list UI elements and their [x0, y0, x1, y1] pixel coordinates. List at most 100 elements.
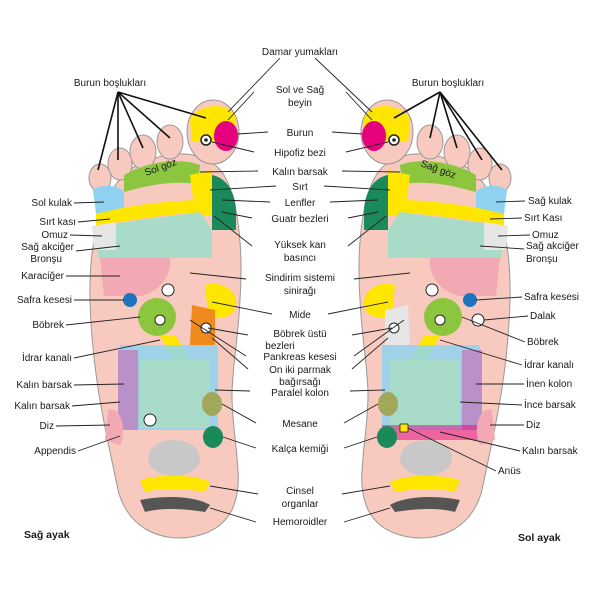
label-kalca: Kalça kemiği [272, 444, 329, 455]
right-toe-3 [129, 134, 157, 170]
label-safra-left: Safra kesesi [17, 295, 72, 306]
left-nose-zone [362, 121, 386, 151]
right-nose-zone [214, 121, 238, 151]
right-hip-zone [203, 426, 223, 448]
right-heel-zone [148, 440, 200, 476]
label-idrar-right: İdrar kanalı [524, 358, 574, 371]
label-kalin-barsak-top: Kalın barsak [272, 167, 329, 178]
label-kalin-barsak-right: Kalın barsak [522, 446, 579, 457]
label-burun-bosluklari-left: Burun boşlukları [74, 78, 146, 89]
label-omuz-left: Omuz [41, 230, 68, 241]
left-bladder-zone [378, 392, 398, 416]
right-genital-zone [140, 475, 210, 492]
left-lenf-zone [388, 170, 410, 215]
label-sirt-kasi-right: Sırt Kası [524, 213, 562, 224]
right-back-muscle-zone [96, 200, 205, 226]
label-cinsel-2: organlar [282, 499, 319, 510]
left-hip-zone [377, 426, 397, 448]
label-bobrek-right: Böbrek [527, 337, 560, 348]
label-safra-right: Safra kesesi [524, 292, 579, 303]
label-sirt-kasi-left: Sırt kası [39, 217, 76, 228]
label-lenfler: Lenfler [285, 198, 316, 209]
label-diz-right: Diz [526, 420, 540, 431]
right-shoulder-zone [92, 222, 116, 250]
label-anus: Anüs [498, 466, 521, 477]
label-omuz-right: Omuz [532, 230, 559, 241]
left-toe-2 [416, 124, 444, 160]
label-guatr: Guatr bezleri [271, 214, 328, 225]
label-hemoroidler: Hemoroidler [273, 517, 328, 528]
label-sag-akciger-right-1: Sağ akciğer [526, 241, 579, 252]
left-thyroid-zone [364, 175, 388, 230]
left-ear-zone [476, 185, 507, 214]
label-damar-yumaklari: Damar yumakları [262, 47, 338, 58]
right-small-intestine-zone [140, 360, 210, 428]
left-knee-zone [476, 409, 495, 445]
left-anus-zone [399, 423, 409, 433]
label-yuksek-kan-1: Yüksek kan [274, 240, 326, 251]
left-spleen-dot [471, 313, 485, 327]
label-beyin-1: Sol ve Sağ [276, 85, 324, 96]
label-mesane: Mesane [282, 419, 318, 430]
label-sirt: Sırt [292, 182, 308, 193]
right-liver-zone [100, 258, 171, 296]
right-ear-zone [93, 185, 124, 214]
label-on-iki-2: bağırsağı [279, 377, 321, 388]
right-eye-zone [124, 161, 200, 192]
right-thyroid-zone [212, 175, 236, 230]
label-sindirim-2: sinirağı [284, 286, 316, 297]
label-on-iki-1: On iki parmak [269, 365, 332, 376]
label-dalak: Dalak [530, 311, 557, 322]
right-gallbladder-zone [123, 293, 137, 307]
left-lung-zone [388, 212, 504, 258]
label-yuksek-kan-2: basıncı [284, 253, 316, 264]
right-lung-zone [96, 212, 212, 258]
label-inen-kolon: İnen kolon [526, 377, 572, 390]
leader-lines [55, 57, 531, 523]
left-foot [358, 99, 512, 539]
left-shoulder-zone [484, 222, 508, 250]
left-gallbladder-zone [463, 293, 477, 307]
label-kalin-barsak-left-2: Kalın barsak [14, 401, 71, 412]
label-mide: Mide [289, 310, 311, 321]
label-idrar-left: İdrar kanalı [22, 351, 72, 364]
label-sag-akciger-left-1: Sağ akciğer [21, 242, 74, 253]
label-appendis: Appendis [34, 446, 76, 457]
left-stomach-zone [363, 283, 395, 318]
left-heel-zone [400, 440, 452, 476]
left-back-muscle-zone [395, 200, 504, 226]
label-sol-kulak: Sol kulak [31, 198, 73, 209]
label-pankreas: Pankreas kesesi [263, 352, 336, 363]
left-eye-zone [400, 161, 476, 192]
label-karaciger: Karaciğer [21, 271, 64, 282]
left-toe-4 [467, 147, 493, 181]
label-paralel-kolon: Paralel kolon [271, 388, 329, 399]
left-descending-colon [462, 350, 482, 430]
right-knee-zone [143, 413, 157, 427]
label-ince-barsak: İnce barsak [524, 398, 577, 411]
right-toe-4 [107, 147, 133, 181]
left-genital-zone [390, 475, 460, 492]
label-sindirim-1: Sindirim sistemi [265, 273, 335, 284]
right-ascending-colon [118, 350, 138, 430]
left-hemorrhoid-zone [390, 497, 460, 512]
left-toe-3 [443, 134, 471, 170]
right-toe-2 [156, 124, 184, 160]
label-sag-ayak: Sağ ayak [24, 529, 70, 541]
label-sag-akciger-right-2: Bronşu [526, 254, 558, 265]
left-spleen-zone [429, 258, 500, 296]
label-hipofiz: Hipofiz bezi [274, 148, 326, 159]
label-kalin-barsak-left-1: Kalın barsak [16, 380, 73, 391]
label-diz-left: Diz [40, 421, 54, 432]
right-foot [88, 99, 242, 539]
label-bobrek-ustu-1: Böbrek üstü [273, 329, 326, 340]
left-small-intestine-zone [390, 360, 460, 428]
label-sag-kulak: Sağ kulak [528, 196, 573, 207]
label-cinsel-1: Cinsel [286, 486, 314, 497]
label-bobrek-left: Böbrek [32, 320, 65, 331]
label-sol-ayak: Sol ayak [518, 532, 561, 544]
label-bobrek-ustu-2: bezleri [265, 341, 294, 352]
right-lenf-zone [190, 170, 212, 215]
